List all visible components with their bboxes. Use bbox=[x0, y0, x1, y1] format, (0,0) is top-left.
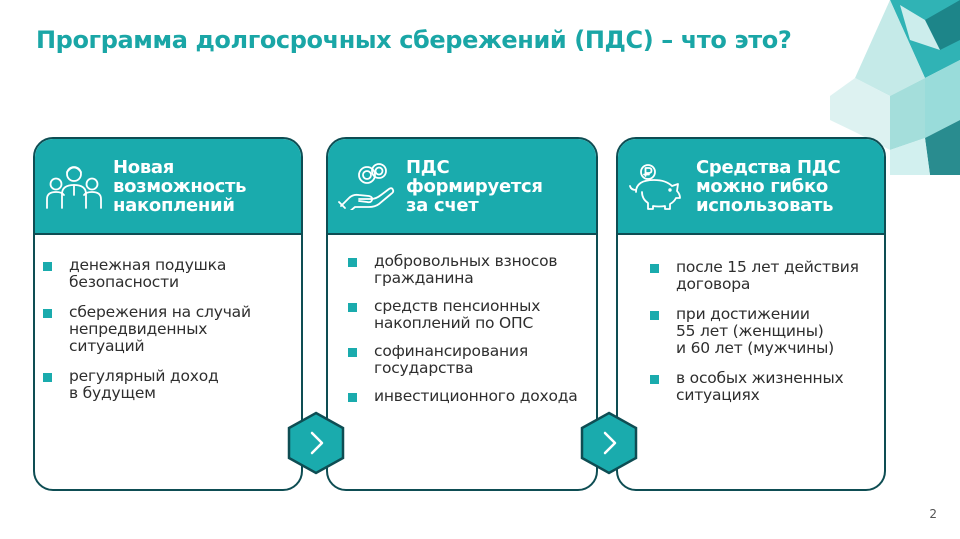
slide-title: Программа долгосрочных сбережений (ПДС) … bbox=[36, 26, 792, 54]
card-title-line: возможность bbox=[113, 175, 247, 197]
list-item: софинансирования государства bbox=[348, 343, 588, 377]
list-item-line: в особых жизненных bbox=[676, 369, 844, 387]
list-item-line: при достижении bbox=[676, 305, 810, 323]
list-item-line: договора bbox=[676, 275, 751, 293]
card-title-line: Средства ПДС bbox=[696, 156, 841, 178]
card-funding-sources: ПДС формируется за счет добровольных взн… bbox=[326, 137, 598, 491]
list-item-line: ситуаций bbox=[69, 337, 145, 355]
card-title: Новая возможность накоплений bbox=[113, 156, 247, 216]
card-title-line: формируется bbox=[406, 175, 543, 197]
list-item: в особых жизненных ситуациях bbox=[650, 370, 876, 404]
bullet-square bbox=[348, 393, 357, 402]
bullet-square bbox=[348, 258, 357, 267]
list-item: после 15 лет действия договора bbox=[650, 259, 876, 293]
list-item: регулярный доход в будущем bbox=[43, 368, 293, 402]
list-item-line: в будущем bbox=[69, 384, 156, 402]
bullet-square bbox=[650, 375, 659, 384]
card-title-line: за счет bbox=[406, 194, 479, 216]
card-flexible-use: Средства ПДС можно гибко использовать по… bbox=[616, 137, 886, 491]
card-header: ПДС формируется за счет bbox=[328, 139, 596, 235]
bullet-square bbox=[43, 309, 52, 318]
list-item: сбережения на случай непредвиденных ситу… bbox=[43, 304, 293, 355]
card-title-line: ПДС bbox=[406, 156, 450, 178]
page-number: 2 bbox=[929, 507, 937, 521]
list-item-line: 55 лет (женщины) bbox=[676, 322, 824, 340]
list-item-line: инвестиционного дохода bbox=[374, 387, 578, 405]
list-item-line: ситуациях bbox=[676, 386, 760, 404]
bullet-square bbox=[43, 262, 52, 271]
list-item-line: государства bbox=[374, 359, 474, 377]
bullet-square bbox=[650, 311, 659, 320]
piggy-bank-icon bbox=[618, 162, 696, 210]
list-item-line: после 15 лет действия bbox=[676, 258, 859, 276]
card-header: Средства ПДС можно гибко использовать bbox=[618, 139, 884, 235]
hexagon-pattern-decoration bbox=[830, 0, 960, 175]
list-item-line: денежная подушка bbox=[69, 256, 227, 274]
list-item: инвестиционного дохода bbox=[348, 388, 588, 405]
card-title: ПДС формируется за счет bbox=[406, 158, 543, 215]
list-item-line: гражданина bbox=[374, 269, 474, 287]
bullet-square bbox=[348, 303, 357, 312]
bullet-square bbox=[43, 373, 52, 382]
list-item-line: и 60 лет (мужчины) bbox=[676, 339, 834, 357]
card-title-line: накоплений bbox=[113, 194, 235, 216]
list-item-line: софинансирования bbox=[374, 342, 528, 360]
next-arrow-button[interactable] bbox=[580, 411, 638, 475]
next-arrow-button[interactable] bbox=[287, 411, 345, 475]
list-item-line: регулярный доход bbox=[69, 367, 219, 385]
list-item-line: средств пенсионных bbox=[374, 297, 541, 315]
card-title-line: можно гибко bbox=[696, 175, 828, 197]
bullet-square bbox=[650, 264, 659, 273]
sources-list: добровольных взносов гражданина средств … bbox=[328, 235, 596, 405]
bullet-square bbox=[348, 348, 357, 357]
list-item-line: безопасности bbox=[69, 273, 179, 291]
list-item: денежная подушка безопасности bbox=[43, 257, 293, 291]
list-item: при достижении 55 лет (женщины) и 60 лет… bbox=[650, 306, 876, 357]
chevron-right-icon bbox=[580, 411, 638, 475]
list-item-line: добровольных взносов bbox=[374, 252, 558, 270]
list-item: средств пенсионных накоплений по ОПС bbox=[348, 298, 588, 332]
people-icon bbox=[35, 162, 113, 210]
list-item-line: непредвиденных bbox=[69, 320, 208, 338]
coins-in-hand-icon bbox=[328, 162, 406, 210]
card-new-opportunity: Новая возможность накоплений денежная по… bbox=[33, 137, 303, 491]
chevron-right-icon bbox=[287, 411, 345, 475]
card-title-line: использовать bbox=[696, 194, 834, 216]
list-item-line: сбережения на случай bbox=[69, 303, 251, 321]
card-title-line: Новая bbox=[113, 156, 175, 178]
card-title: Средства ПДС можно гибко использовать bbox=[696, 156, 841, 216]
list-item: добровольных взносов гражданина bbox=[348, 253, 588, 287]
card-header: Новая возможность накоплений bbox=[35, 139, 301, 235]
usage-list: после 15 лет действия договора при дости… bbox=[618, 235, 884, 404]
benefits-list: денежная подушка безопасности сбережения… bbox=[35, 235, 301, 402]
list-item-line: накоплений по ОПС bbox=[374, 314, 534, 332]
